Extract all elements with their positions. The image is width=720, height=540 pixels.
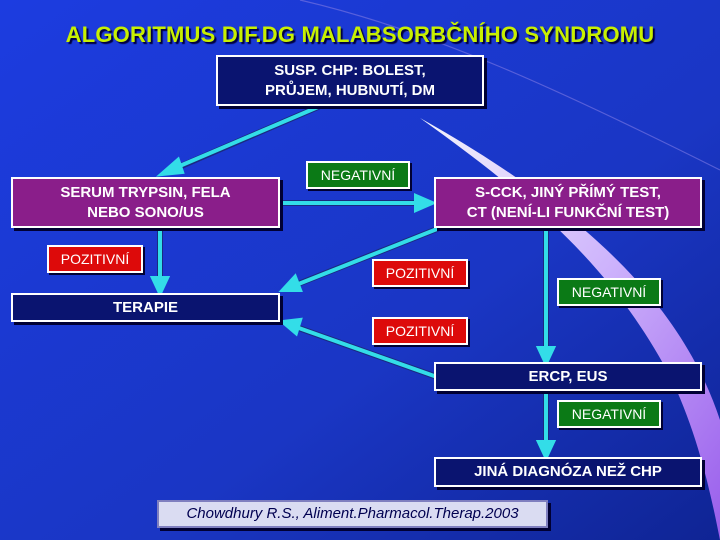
label-positive-2: POZITIVNÍ: [372, 259, 468, 287]
node-serum-trypsin-label: SERUM TRYPSIN, FELA NEBO SONO/US: [60, 183, 231, 221]
arrow-scck-to-terapie: [294, 227, 439, 287]
node-suspected-cp-label: SUSP. CHP: BOLEST, PRŮJEM, HUBNUTÍ, DM: [264, 61, 435, 99]
arrow-ercp-to-terapie: [294, 325, 439, 379]
node-ercp-eus-label: ERCP, EUS: [528, 367, 608, 385]
label-negative-2: NEGATIVNÍ: [557, 278, 661, 306]
label-positive-1: POZITIVNÍ: [47, 245, 143, 273]
node-suspected-cp: SUSP. CHP: BOLEST, PRŮJEM, HUBNUTÍ, DM: [216, 55, 484, 106]
citation: Chowdhury R.S., Aliment.Pharmacol.Therap…: [157, 500, 548, 528]
node-s-cck-test-label: S-CCK, JINÝ PŘÍMÝ TEST, CT (NENÍ-LI FUNK…: [466, 183, 670, 221]
node-other-diagnosis-label: JINÁ DIAGNÓZA NEŽ CHP: [474, 463, 662, 480]
arrow-start-to-serum: [173, 105, 320, 170]
node-other-diagnosis: JINÁ DIAGNÓZA NEŽ CHP: [434, 457, 702, 487]
node-terapie: TERAPIE: [11, 293, 280, 322]
slide-title: ALGORITMUS DIF.DG MALABSORBČNÍHO SYNDROM…: [65, 22, 655, 47]
node-serum-trypsin: SERUM TRYPSIN, FELA NEBO SONO/US: [11, 177, 280, 228]
node-ercp-eus: ERCP, EUS: [434, 362, 702, 391]
node-terapie-label: TERAPIE: [112, 298, 178, 316]
label-negative-3: NEGATIVNÍ: [557, 400, 661, 428]
label-positive-3: POZITIVNÍ: [372, 317, 468, 345]
node-s-cck-test: S-CCK, JINÝ PŘÍMÝ TEST, CT (NENÍ-LI FUNK…: [434, 177, 702, 228]
label-negative-1: NEGATIVNÍ: [306, 161, 410, 189]
